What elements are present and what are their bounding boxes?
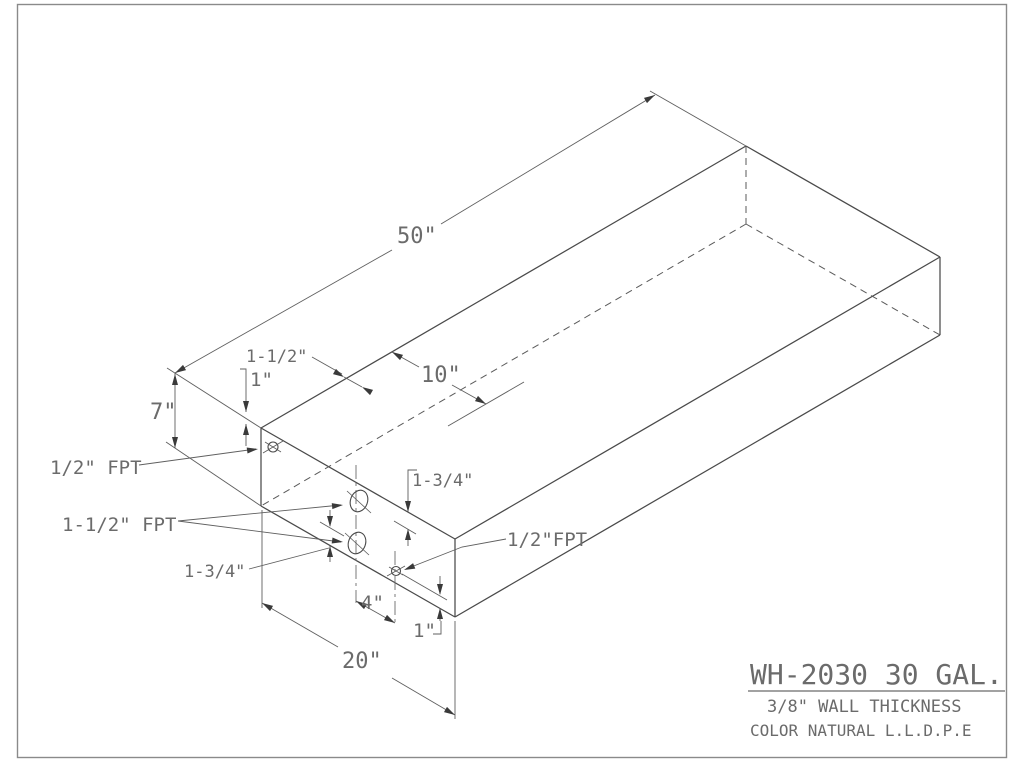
dim-label-7: 7" (150, 400, 177, 425)
label-one-half-fpt-left: 1-1/2" FPT (62, 514, 176, 536)
dim-label-1-3-4-left: 1-3/4" (184, 562, 245, 582)
title-material: COLOR NATURAL L.L.D.P.E (750, 721, 972, 740)
label-half-fpt-left: 1/2" FPT (50, 457, 142, 479)
tank-hidden-edges (260, 146, 941, 507)
dimension-labels: 50" 10" 7" 1" 1-1/2" 1-3/4" 1/2" FPT 1-1… (50, 224, 587, 674)
page-border (16, 3, 1008, 759)
title-model: WH-2030 30 GAL. (750, 658, 1003, 691)
fitting-half-fpt-top (262, 440, 284, 454)
title-block: WH-2030 30 GAL. 3/8" WALL THICKNESS COLO… (748, 658, 1005, 740)
fitting-one-half-fpt-lower (344, 531, 370, 556)
dimension-lines (138, 90, 747, 719)
title-wall-thickness: 3/8" WALL THICKNESS (767, 697, 961, 717)
dim-label-1-top: 1" (250, 369, 273, 391)
dim-label-4: 4" (361, 592, 384, 614)
fitting-centerlines (355, 465, 396, 622)
dim-label-10: 10" (421, 363, 461, 388)
fitting-one-half-fpt-upper (346, 489, 372, 514)
dim-label-20: 20" (342, 649, 382, 674)
dim-label-50: 50" (397, 224, 437, 249)
dim-label-1-bottom: 1" (413, 620, 436, 642)
label-half-fpt-right: 1/2"FPT (507, 529, 587, 551)
fitting-half-fpt-right (386, 565, 406, 577)
dimension-arrows (172, 95, 655, 715)
dim-label-1-3-4-right: 1-3/4" (412, 471, 473, 491)
tank-outline (260, 145, 941, 618)
fittings (262, 440, 406, 577)
dim-label-1-half-top: 1-1/2" (246, 347, 307, 367)
